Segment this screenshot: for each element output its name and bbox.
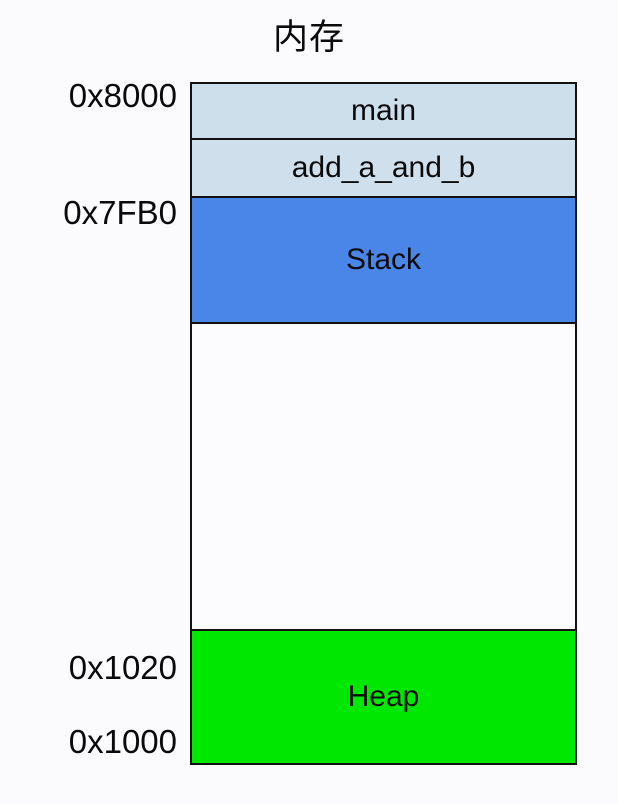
memory-block-add-a-and-b-label: add_a_and_b — [291, 151, 476, 184]
address-label-0x1020: 0x1020 — [68, 649, 177, 686]
memory-block-main: main — [192, 84, 575, 140]
address-label-0x8000: 0x8000 — [68, 77, 177, 114]
memory-block-heap-label: Heap — [347, 680, 420, 713]
memory-block-add-a-and-b: add_a_and_b — [192, 140, 575, 198]
memory-block-stack-label: Stack — [345, 243, 422, 276]
memory-block-heap: Heap — [192, 631, 575, 763]
memory-block-main-label: main — [350, 94, 417, 127]
diagram-title: 内存 — [272, 18, 345, 57]
address-label-0x7FB0: 0x7FB0 — [63, 194, 177, 231]
memory-block-free-space — [192, 324, 575, 631]
memory-column: main add_a_and_b Stack Heap — [190, 82, 577, 765]
address-label-0x1000: 0x1000 — [68, 723, 177, 760]
memory-block-stack: Stack — [192, 198, 575, 324]
